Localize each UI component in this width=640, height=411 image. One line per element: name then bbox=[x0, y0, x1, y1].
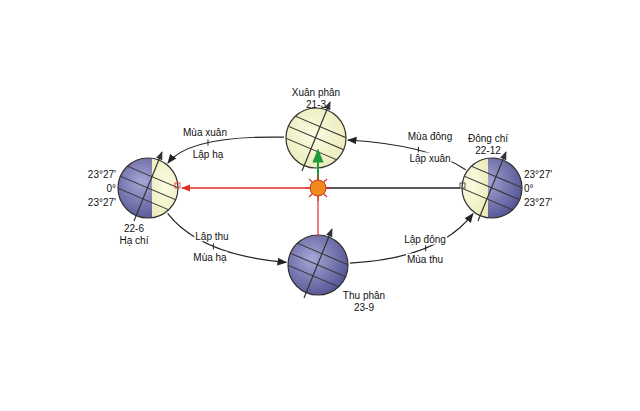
term-tick bbox=[213, 243, 214, 249]
season-name: 22-12 bbox=[475, 145, 501, 156]
solar-term-label: Lập đông bbox=[403, 234, 447, 245]
earth-globe: 22-6Hạ chí bbox=[118, 158, 178, 218]
season-label: Mùa thu bbox=[406, 254, 444, 265]
globe-spring bbox=[278, 102, 354, 171]
season-label: Mùa hạ bbox=[192, 252, 227, 263]
globe-winter bbox=[454, 152, 530, 221]
term-tick bbox=[208, 140, 209, 146]
solar-term-label: Lập hạ bbox=[192, 149, 225, 160]
term-tick bbox=[425, 245, 426, 251]
orbit-arrow bbox=[348, 140, 466, 170]
globe-summer bbox=[110, 152, 186, 221]
season-name: Xuân phân bbox=[292, 87, 340, 98]
season-label: Mùa đông bbox=[407, 131, 453, 142]
sun-rays bbox=[182, 150, 460, 236]
season-label: Mùa xuân bbox=[182, 127, 228, 138]
globe-autumn bbox=[280, 229, 356, 298]
latitude-label: 0° bbox=[106, 183, 116, 194]
season-name: 23-9 bbox=[354, 302, 374, 313]
latitude-label: 23°27' bbox=[88, 197, 116, 208]
latitude-label: 23°27' bbox=[88, 169, 116, 180]
earth-globe: Thu phân23-9 bbox=[288, 235, 348, 295]
season-name: 21-3 bbox=[306, 99, 326, 110]
season-name: Thu phân bbox=[343, 290, 385, 301]
latitude-label: 23°27' bbox=[524, 197, 552, 208]
season-name: 22-6 bbox=[124, 223, 144, 234]
earth-globe: Xuân phân21-3 bbox=[286, 108, 346, 168]
earth-globe: Đông chí22-12 bbox=[462, 158, 522, 218]
season-name: Hạ chí bbox=[120, 235, 149, 246]
sun-symbol bbox=[305, 175, 331, 201]
orbit-arrow bbox=[168, 137, 284, 163]
latitude-label: 0° bbox=[524, 183, 534, 194]
orbit-arrow bbox=[168, 213, 287, 262]
solar-term-label: Lập xuân bbox=[408, 153, 451, 164]
solar-term-label: Lập thu bbox=[194, 231, 229, 242]
season-name: Đông chí bbox=[468, 133, 508, 144]
latitude-label: 23°27' bbox=[524, 169, 552, 180]
